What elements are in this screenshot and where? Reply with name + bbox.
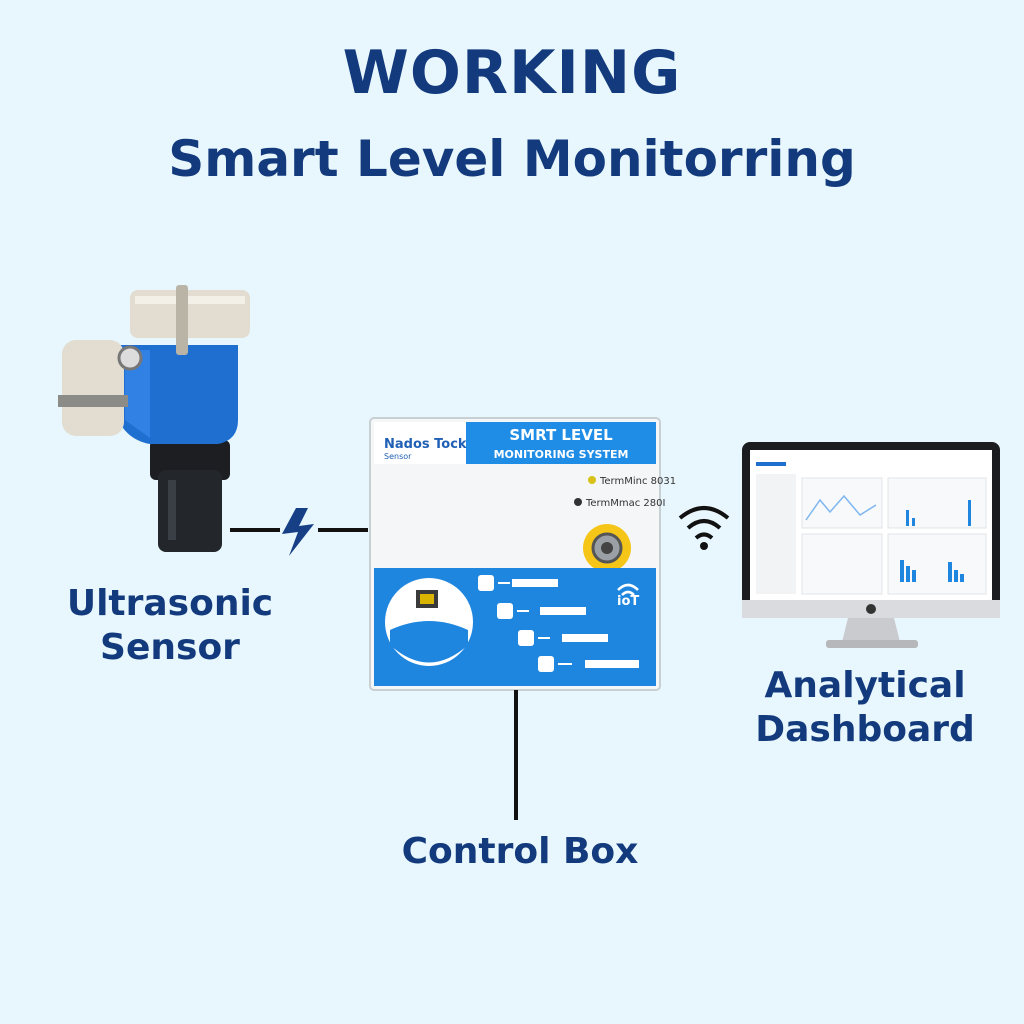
panel-title-1: SMRT LEVEL	[509, 426, 613, 444]
iot-label: ioT	[617, 594, 639, 609]
diagram-subtitle: Smart Level Monitorring	[168, 130, 856, 188]
indicator-1-label: TermMinc 8031	[599, 476, 676, 487]
brand-sub-text: Sensor	[384, 452, 412, 461]
sensor-connection	[230, 508, 368, 556]
wifi-signal-icon	[678, 506, 730, 550]
dashboard-label-line-2: Dashboard	[755, 709, 975, 750]
diagram-title: WORKING	[342, 38, 682, 108]
sensor-label-line-1: Ultrasonic	[66, 583, 274, 624]
wifi-badge-icon	[617, 583, 639, 596]
indicator-2-label: TermMmac 280I	[585, 498, 665, 509]
dashboard-label: Analytical Dashboard	[730, 664, 1000, 752]
sensor-label: Ultrasonic Sensor	[40, 582, 300, 670]
lightning-bolt-icon	[282, 508, 314, 556]
ultrasonic-sensor	[58, 285, 250, 552]
panel-title-2: MONITORING SYSTEM	[494, 448, 629, 461]
control-box	[369, 417, 661, 691]
dashboard-label-line-1: Analytical	[764, 665, 966, 706]
analytics-monitor	[742, 442, 1000, 648]
control-box-label: Control Box	[401, 831, 639, 872]
sensor-label-line-2: Sensor	[100, 627, 240, 668]
brand-text: Nados Tock	[384, 437, 467, 452]
